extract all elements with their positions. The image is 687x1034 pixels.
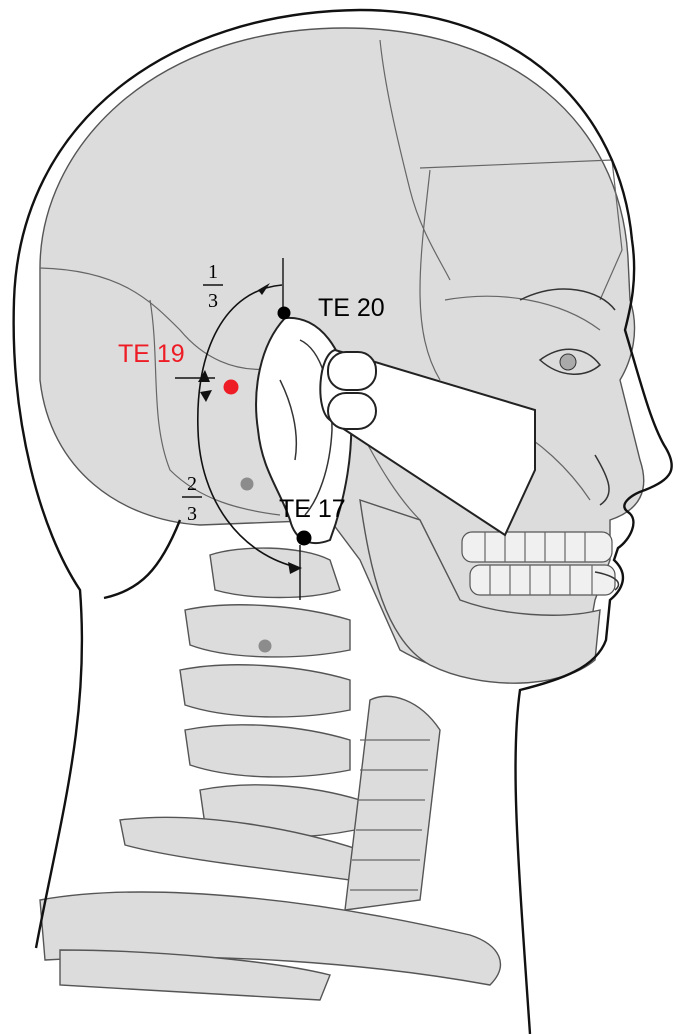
point-te19 [224, 380, 239, 395]
label-te19: TE 19 [118, 340, 185, 368]
minor-point-upper [241, 478, 254, 491]
fraction-lower-numerator: 2 [187, 473, 197, 495]
fraction-lower-denominator: 3 [187, 503, 197, 525]
label-te20: TE 20 [318, 294, 385, 322]
point-te20 [278, 307, 291, 320]
fraction-upper-denominator: 3 [208, 290, 218, 312]
label-te17: TE 17 [279, 495, 346, 523]
minor-point-lower [259, 640, 272, 653]
fraction-upper-numerator: 1 [208, 261, 218, 283]
point-te17 [297, 531, 312, 546]
